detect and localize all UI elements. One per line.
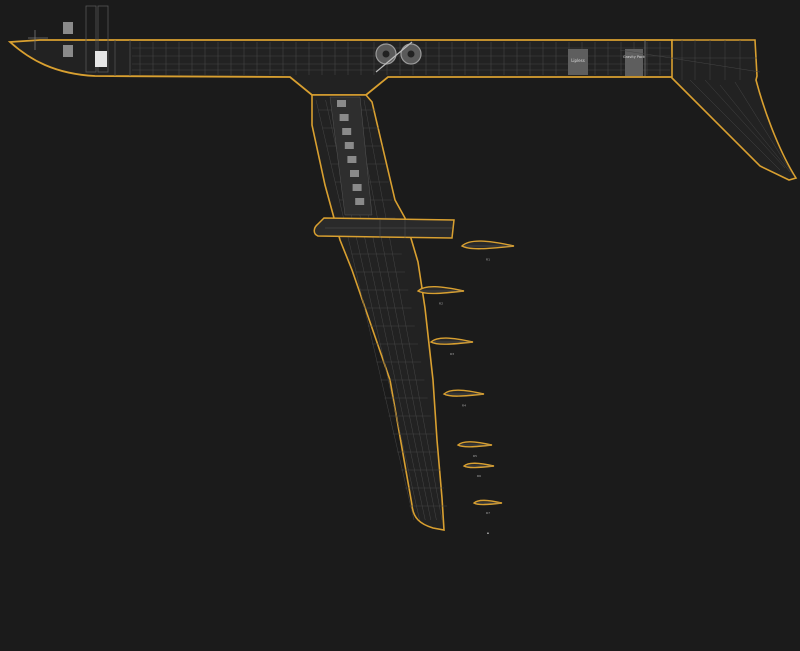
rotor-symbol	[375, 41, 422, 73]
airfoil-section: R2	[416, 285, 465, 305]
fuselage: Lipless Gravity Pack	[7, 5, 674, 96]
airfoil-label: R2	[439, 301, 443, 305]
gravity-pack-label: Gravity Pack	[623, 55, 646, 59]
payload-block	[344, 142, 354, 149]
tail-outline	[671, 39, 798, 181]
nose-white-block	[95, 51, 107, 67]
airfoil-label: R6	[477, 474, 481, 478]
payload-block	[339, 114, 349, 121]
main-wing	[311, 94, 455, 531]
payload-block	[355, 198, 365, 205]
nose-column-2	[97, 5, 109, 73]
tail-surface	[619, 39, 798, 181]
payload-block	[347, 156, 357, 163]
wing-payload-blocks	[337, 100, 365, 205]
payload-block	[350, 170, 359, 177]
nose-component-1	[63, 22, 73, 34]
airfoil-label: R3	[450, 352, 454, 356]
airfoil-section: R5	[456, 441, 493, 458]
fuselage-outline	[7, 39, 674, 96]
nose-column-1	[85, 5, 97, 73]
airfoil-label: R5	[473, 454, 477, 458]
payload-block	[337, 100, 346, 107]
payload-block	[342, 128, 352, 135]
nose-component-2	[63, 45, 73, 57]
wing-outline	[311, 94, 445, 531]
airfoil-label: R4	[462, 404, 466, 408]
lipless-box	[568, 49, 588, 75]
payload-block	[352, 184, 362, 191]
airfoil-label: R7	[486, 511, 490, 515]
airfoil-section: R1	[460, 240, 515, 261]
lipless-label: Lipless	[571, 58, 585, 63]
airfoil-section: R3	[429, 337, 474, 356]
airfoil-section: R7	[472, 499, 503, 515]
end-marker: •	[487, 531, 490, 537]
airfoil-section: R4	[442, 389, 485, 408]
gravity-pack-box	[625, 49, 643, 76]
airfoil-label: R1	[486, 257, 490, 261]
airfoil-section: R6	[462, 462, 495, 478]
